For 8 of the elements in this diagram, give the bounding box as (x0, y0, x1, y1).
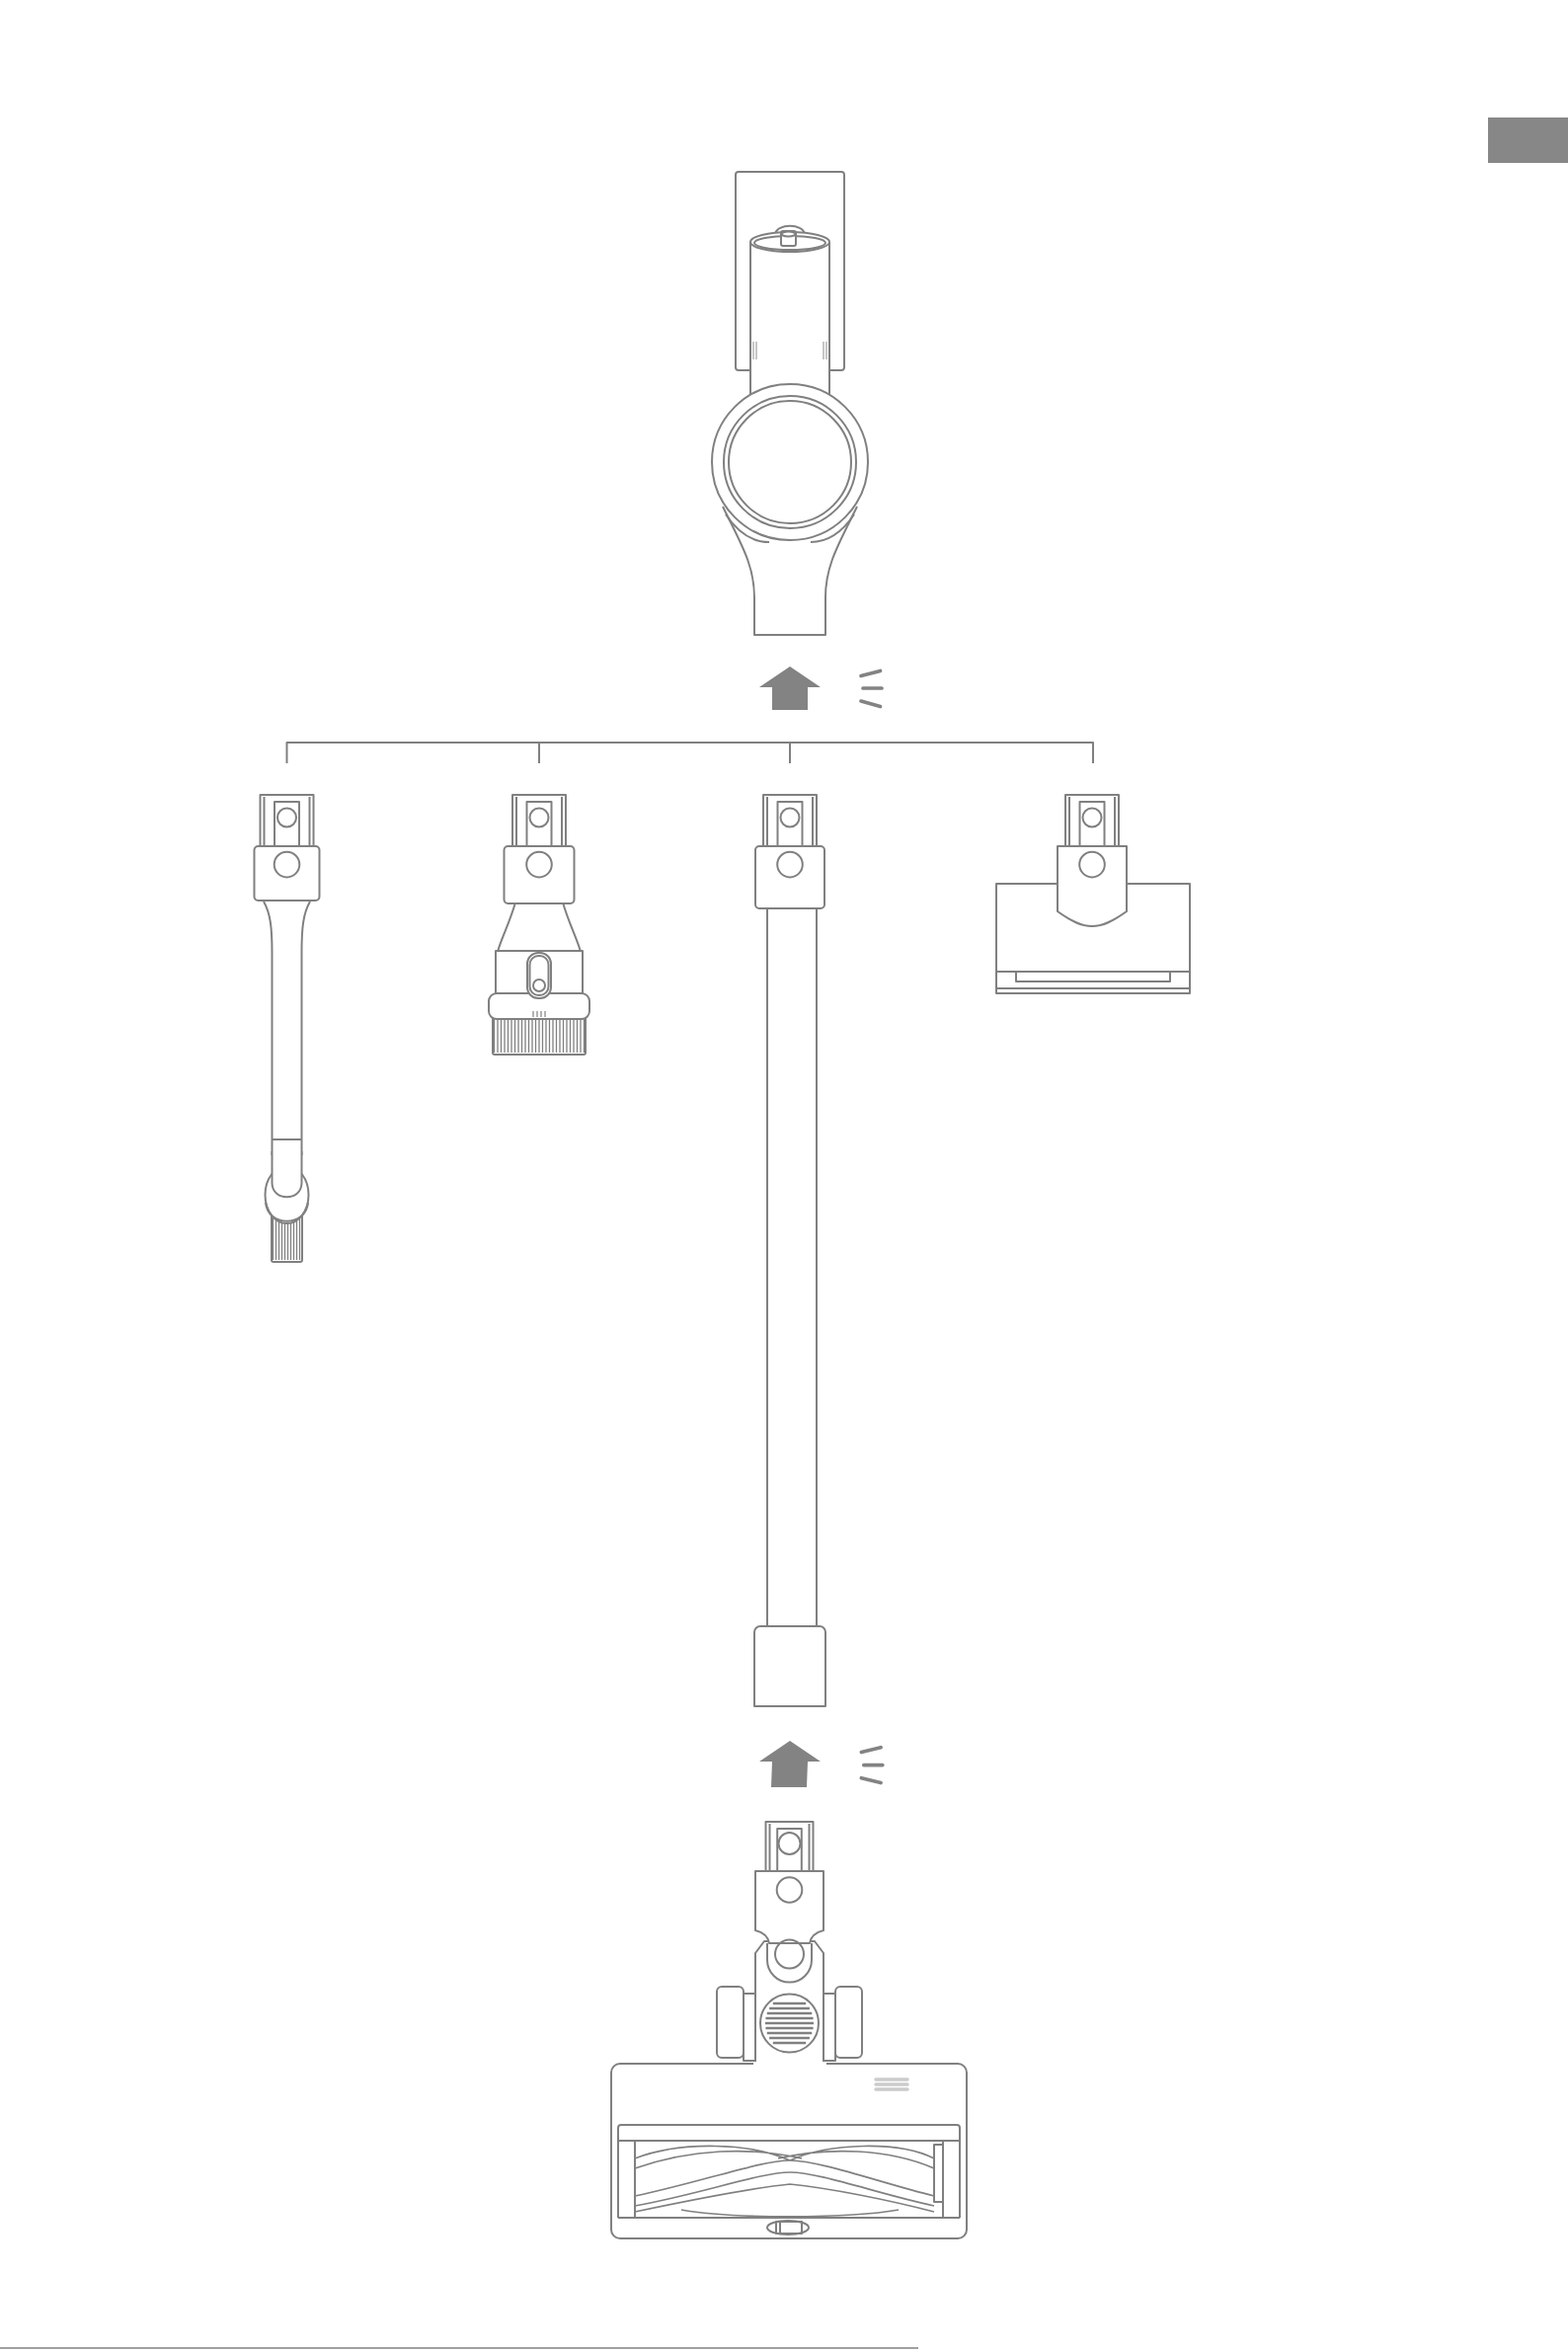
handheld-vacuum-body (711, 171, 869, 636)
dusting-brush-tool (488, 794, 590, 1056)
mini-brush-tool (995, 794, 1191, 994)
floor-brush-head (610, 1821, 968, 2239)
block-arrow (759, 666, 821, 710)
brush-wand-tool (253, 794, 321, 1263)
extension-tube (753, 794, 826, 1707)
block-arrow (759, 1741, 821, 1787)
